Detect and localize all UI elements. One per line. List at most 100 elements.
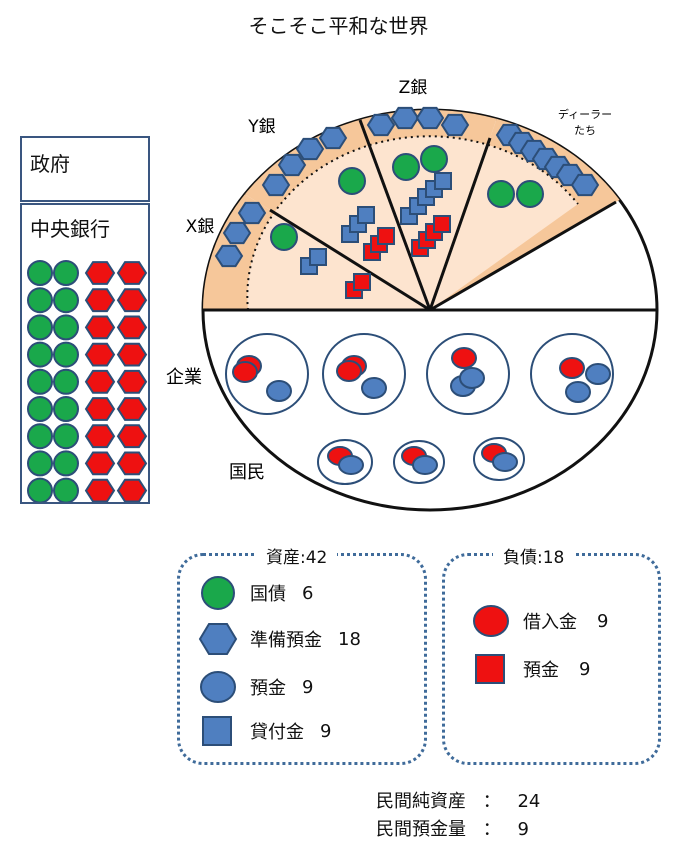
- cb-reserve-marker: [84, 342, 116, 367]
- dealer-jgb: [487, 180, 515, 208]
- bank-z-jgb: [392, 153, 420, 181]
- bank-divider-line: [429, 200, 617, 312]
- cb-reserve-marker: [84, 451, 116, 476]
- cb-jgb-marker: [27, 341, 53, 368]
- cb-jgb-marker: [53, 477, 79, 502]
- legend-item-deposits: 預金 9: [198, 670, 313, 704]
- bank-y-reserve: [318, 126, 348, 150]
- cb-jgb-marker: [27, 314, 53, 341]
- cb-jgb-marker: [53, 396, 79, 422]
- central-bank-label: 中央銀行: [30, 217, 110, 241]
- cb-reserve-marker: [84, 315, 116, 340]
- assets-legend: 資産:42 国債 6 準備預金 18 預金 9 貸付金 9: [177, 543, 427, 765]
- net-assets-separator: ：: [482, 791, 501, 812]
- household-deposit: [412, 455, 438, 475]
- bank-y-deposit-liability: [377, 227, 395, 245]
- liabilities-legend: 負債:18 借入金 9 預金 9: [442, 543, 661, 765]
- cb-reserve-marker: [84, 478, 116, 502]
- cb-jgb-marker: [53, 260, 79, 286]
- private-deposits-value: 9: [517, 819, 529, 840]
- bank-x-label: X銀: [186, 217, 215, 237]
- legend-item-label: 預金: [250, 678, 286, 699]
- government-label: 政府: [30, 152, 70, 176]
- bank-divider-line: [269, 208, 431, 312]
- firm-borrowing: [232, 361, 258, 383]
- firm-group: [322, 333, 406, 415]
- assets-legend-title: 資産:42: [256, 543, 338, 568]
- blue-circle-icon: [200, 671, 236, 703]
- household-deposit: [338, 455, 364, 475]
- bank-z-label: Z銀: [399, 78, 428, 98]
- firm-borrowing: [559, 357, 585, 379]
- cb-jgb-marker: [27, 450, 53, 477]
- net-assets-label: 民間純資産: [376, 791, 466, 812]
- bank-z-loan: [434, 172, 452, 190]
- net-assets-line: 民間純資産 ： 24: [376, 787, 540, 813]
- cb-reserve-marker: [84, 369, 116, 394]
- bank-z-deposit-liability: [433, 215, 451, 233]
- economy-diagram: X銀 Y銀 Z銀 ディーラー たち 企業 国民: [166, 78, 659, 512]
- legend-item-borrowings: 借入金 9: [471, 604, 608, 638]
- bank-x-reserve: [237, 201, 267, 225]
- legend-item-value: 9: [597, 610, 609, 632]
- private-deposits-label: 民間預金量: [376, 819, 466, 840]
- cb-reserve-marker: [116, 424, 148, 449]
- bank-x-jgb: [270, 223, 298, 251]
- dealer-jgb: [516, 180, 544, 208]
- firm-borrowing: [336, 360, 362, 382]
- private-deposits-separator: ：: [482, 819, 501, 840]
- cb-jgb-marker: [53, 423, 79, 450]
- page-title: そこそこ平和な世界: [248, 14, 429, 38]
- households-label: 国民: [229, 462, 265, 483]
- central-bank-holdings: [27, 260, 148, 502]
- bank-y-reserve: [277, 153, 307, 177]
- legend-item-jgb: 国債 6: [198, 576, 313, 610]
- red-circle-icon: [473, 605, 509, 637]
- bank-x-loan: [309, 248, 327, 266]
- cb-jgb-marker: [53, 368, 79, 395]
- cb-jgb-marker: [27, 260, 53, 286]
- cb-jgb-marker: [53, 314, 79, 341]
- bank-y-label: Y銀: [247, 117, 275, 137]
- liabilities-legend-title: 負債:18: [493, 543, 575, 568]
- legend-item-bank-deposits: 預金 9: [471, 652, 590, 686]
- green-circle-icon: [201, 576, 235, 610]
- cb-reserve-marker: [116, 288, 148, 313]
- bank-y-jgb: [338, 167, 366, 195]
- cb-reserve-marker: [116, 369, 148, 394]
- bank-y-loan: [357, 206, 375, 224]
- dealer-reserve: [570, 173, 600, 197]
- firm-deposit: [361, 377, 387, 399]
- legend-item-label: 準備預金: [250, 630, 322, 651]
- household-deposit: [492, 452, 518, 472]
- bank-divider-line: [428, 137, 492, 311]
- bank-z-reserve: [415, 106, 445, 130]
- cb-jgb-marker: [27, 423, 53, 450]
- legend-item-label: 借入金: [523, 612, 577, 633]
- cb-jgb-marker: [27, 477, 53, 502]
- cb-reserve-marker: [84, 288, 116, 313]
- cb-jgb-marker: [27, 287, 53, 314]
- bank-y-reserve: [295, 137, 325, 161]
- bank-x-reserve: [222, 221, 252, 245]
- legend-item-value: 9: [320, 720, 332, 742]
- blue-hexagon-icon: [198, 623, 238, 655]
- cb-reserve-marker: [116, 342, 148, 367]
- cb-reserve-marker: [84, 397, 116, 421]
- central-bank-box: 中央銀行: [20, 203, 150, 504]
- legend-item-label: 預金: [523, 660, 559, 681]
- bank-z-reserve: [366, 113, 396, 137]
- cb-reserve-marker: [84, 261, 116, 285]
- government-box: 政府: [20, 136, 150, 202]
- cb-reserve-marker: [116, 397, 148, 421]
- firm-borrowing: [451, 347, 477, 369]
- bank-x-reserve: [214, 244, 244, 268]
- legend-item-value: 9: [579, 658, 591, 680]
- legend-item-value: 18: [338, 628, 361, 650]
- private-deposits-line: 民間預金量 ： 9: [376, 815, 529, 841]
- cb-reserve-marker: [84, 424, 116, 449]
- cb-reserve-marker: [116, 315, 148, 340]
- cb-jgb-marker: [27, 368, 53, 395]
- legend-item-value: 9: [302, 676, 314, 698]
- legend-item-value: 6: [302, 582, 314, 604]
